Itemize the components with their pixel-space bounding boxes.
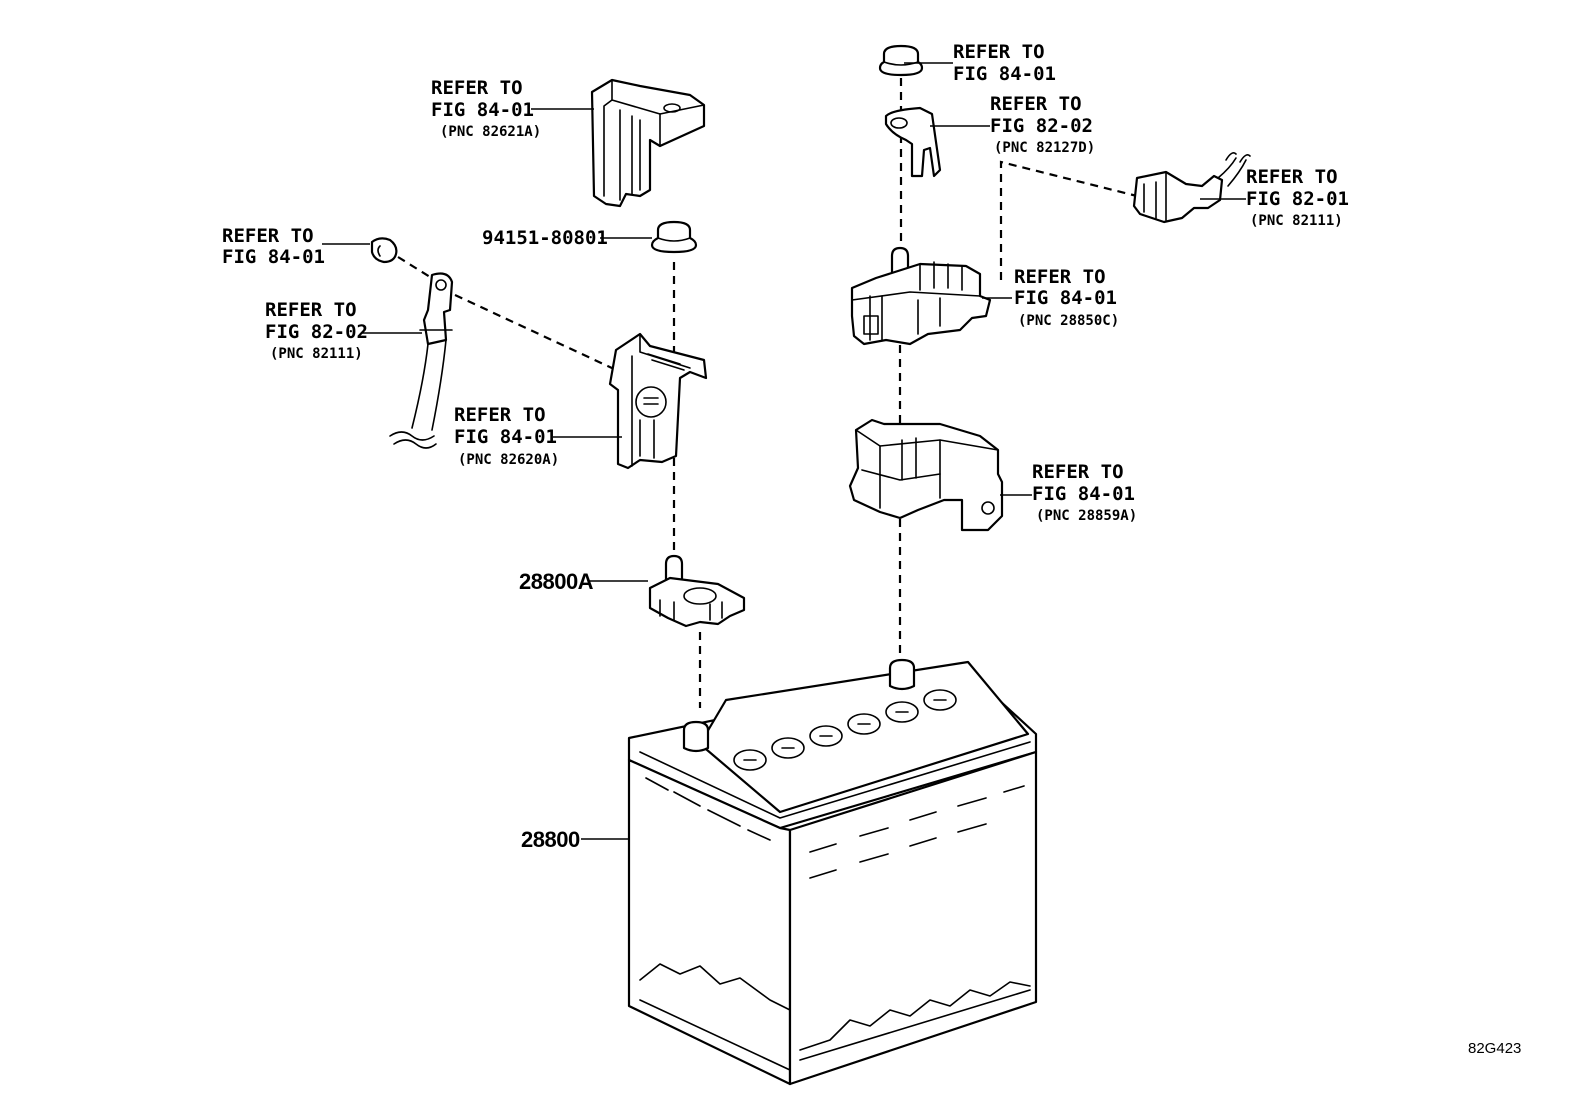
- callout-line1: REFER TO: [1246, 166, 1338, 188]
- top-nut-part: [878, 44, 924, 77]
- fuse-cover-part: [848, 418, 1004, 532]
- negative-clamp-part: [608, 332, 708, 470]
- callout-line2: FIG 82-01: [1246, 188, 1349, 210]
- callout-left-cable: REFER TO FIG 82-02 (PNC 82111): [265, 299, 368, 362]
- vent-caps: [733, 689, 957, 771]
- callout-line1: REFER TO: [990, 93, 1082, 115]
- left-cable-part: [389, 272, 454, 449]
- callout-pnc: (PNC 82127D): [994, 140, 1095, 156]
- callout-line1: REFER TO: [1032, 461, 1124, 483]
- callout-pnc: (PNC 82621A): [440, 124, 541, 140]
- callout-top-nut: REFER TO FIG 84-01: [953, 41, 1056, 85]
- connector-part: [1132, 152, 1251, 224]
- part-number-28800a: 28800A: [519, 569, 594, 594]
- callout-fuse-block: REFER TO FIG 84-01 (PNC 28850C): [1014, 266, 1119, 329]
- terminal-28800a-part: [648, 554, 746, 628]
- callout-pnc: (PNC 82111): [1250, 213, 1343, 229]
- nut-94151-part: [650, 220, 698, 254]
- callout-right-connector: REFER TO FIG 82-01 (PNC 82111): [1246, 166, 1349, 229]
- callout-line1: REFER TO: [265, 299, 357, 321]
- callout-fuse-cover: REFER TO FIG 84-01 (PNC 28859A): [1032, 461, 1137, 524]
- callout-line2: FIG 84-01: [454, 426, 557, 448]
- callout-line2: FIG 84-01: [222, 246, 325, 268]
- fuse-block-part: [850, 246, 992, 346]
- assembly-lines: [397, 78, 1138, 708]
- callout-line2: FIG 82-02: [265, 321, 368, 343]
- part-number-94151-80801: 94151-80801: [482, 227, 608, 249]
- callout-line1: REFER TO: [222, 225, 314, 247]
- bracket-terminal-part: [884, 106, 942, 178]
- callout-line1: REFER TO: [1014, 266, 1106, 288]
- callout-pnc: (PNC 28850C): [1018, 313, 1119, 329]
- callout-line2: FIG 84-01: [1032, 483, 1135, 505]
- part-number-28800: 28800: [521, 827, 580, 852]
- callout-line1: REFER TO: [431, 77, 523, 99]
- callout-line1: REFER TO: [454, 404, 546, 426]
- clamp-cover-part: [590, 78, 706, 208]
- callout-pnc: (PNC 82620A): [458, 452, 559, 468]
- callout-line1: REFER TO: [953, 41, 1045, 63]
- callout-line2: FIG 84-01: [1014, 287, 1117, 309]
- callout-line2: FIG 84-01: [953, 63, 1056, 85]
- left-nut-part: [370, 237, 398, 264]
- callout-pnc: (PNC 28859A): [1036, 508, 1137, 524]
- callout-pnc: (PNC 82111): [270, 346, 363, 362]
- callout-top-clamp-cover: REFER TO FIG 84-01 (PNC 82621A): [431, 77, 541, 140]
- callout-left-nut: REFER TO FIG 84-01: [222, 225, 325, 268]
- battery-part: [627, 658, 1038, 1086]
- callout-bracket-terminal: REFER TO FIG 82-02 (PNC 82127D): [990, 93, 1095, 156]
- callout-negative-clamp: REFER TO FIG 84-01 (PNC 82620A): [454, 404, 559, 468]
- callout-line2: FIG 84-01: [431, 99, 534, 121]
- leader-lines: [322, 62, 1246, 840]
- callout-line2: FIG 82-02: [990, 115, 1093, 137]
- diagram-id: 82G423: [1468, 1040, 1521, 1057]
